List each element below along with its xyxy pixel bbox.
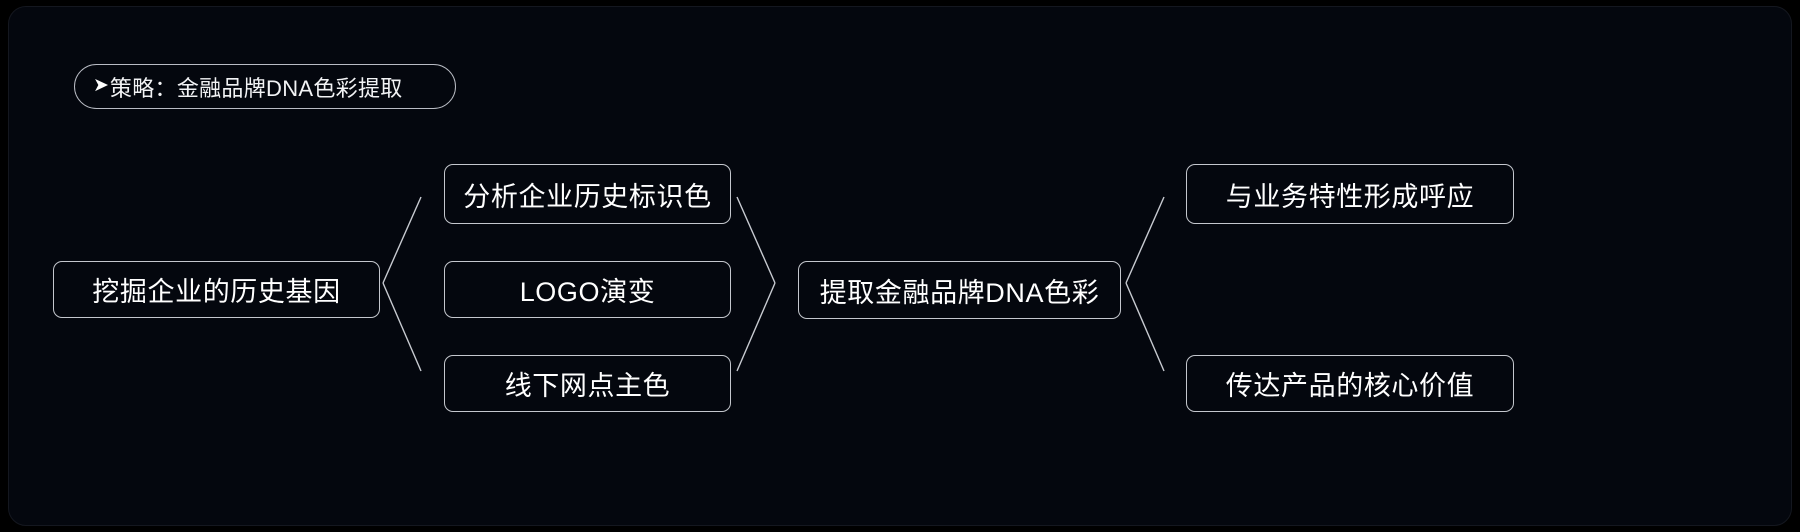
strategy-header-pill[interactable]: ➤ 策略：金融品牌DNA色彩提取 bbox=[74, 64, 456, 109]
node-middle-3[interactable]: 线下网点主色 bbox=[444, 355, 731, 412]
connector-root-to-mid-bottom bbox=[382, 282, 422, 372]
connector-root-to-mid-top bbox=[382, 196, 422, 284]
node-center[interactable]: 提取金融品牌DNA色彩 bbox=[798, 261, 1121, 319]
connector-mid-top-to-center bbox=[736, 196, 776, 284]
node-root-label: 挖掘企业的历史基因 bbox=[92, 277, 341, 307]
diagram-panel: ➤ 策略：金融品牌DNA色彩提取 挖掘企业的历史基因 分析企业历史标识色 LOG… bbox=[8, 6, 1792, 526]
node-middle-1-label: 分析企业历史标识色 bbox=[463, 181, 712, 212]
node-middle-2[interactable]: LOGO演变 bbox=[444, 261, 731, 318]
node-root[interactable]: 挖掘企业的历史基因 bbox=[53, 261, 380, 318]
node-right-1-label: 与业务特性形成呼应 bbox=[1225, 181, 1475, 212]
connector-center-to-right-bottom bbox=[1125, 282, 1165, 372]
connector-center-to-right-top bbox=[1125, 196, 1165, 284]
node-right-2-label: 传达产品的核心价值 bbox=[1225, 371, 1475, 401]
node-right-1[interactable]: 与业务特性形成呼应 bbox=[1186, 164, 1514, 224]
strategy-header-label: 策略：金融品牌DNA色彩提取 bbox=[109, 75, 403, 101]
arrow-right-icon: ➤ bbox=[93, 75, 109, 96]
node-middle-2-label: LOGO演变 bbox=[519, 277, 656, 307]
node-middle-3-label: 线下网点主色 bbox=[504, 371, 671, 401]
node-right-2[interactable]: 传达产品的核心价值 bbox=[1186, 355, 1514, 412]
node-center-label: 提取金融品牌DNA色彩 bbox=[819, 277, 1100, 308]
connector-mid-bottom-to-center bbox=[736, 282, 776, 372]
node-middle-1[interactable]: 分析企业历史标识色 bbox=[444, 164, 731, 224]
